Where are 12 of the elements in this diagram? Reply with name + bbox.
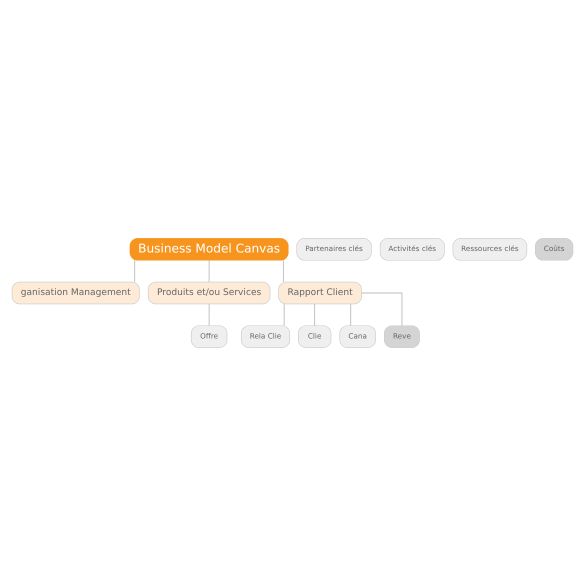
node-box: ganisation Management — [12, 281, 140, 304]
connector — [208, 259, 210, 282]
connector — [361, 292, 402, 326]
node-box: Produits et/ou Services — [148, 281, 270, 304]
connector — [208, 303, 210, 326]
node-box: Rapport Client — [278, 281, 362, 304]
node-box: Business Model Canvas — [130, 238, 289, 260]
connector — [314, 303, 316, 326]
connector — [350, 303, 352, 326]
connector — [134, 259, 136, 282]
connector — [284, 303, 285, 326]
connector — [282, 259, 284, 282]
